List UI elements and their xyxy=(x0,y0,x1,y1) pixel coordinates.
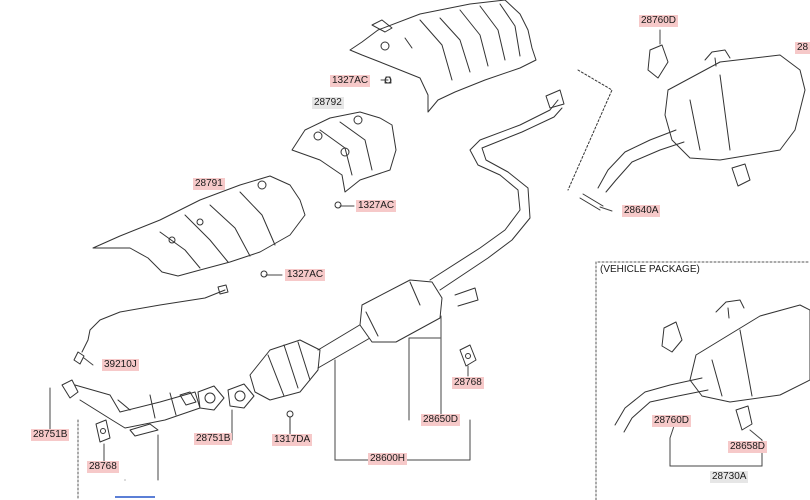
callout-39210j[interactable]: 39210J xyxy=(102,359,139,371)
callout-1327ac-a[interactable]: 1327AC xyxy=(330,75,371,87)
callout-28768-left[interactable]: 28768 xyxy=(87,461,119,473)
callout-28-right-edge[interactable]: 28 xyxy=(795,42,810,54)
vehicle-package-frame xyxy=(595,261,810,500)
nut-1327ac-b xyxy=(334,201,342,209)
vehicle-package-label: (VEHICLE PACKAGE) xyxy=(600,264,700,275)
callout-28640a[interactable]: 28640A xyxy=(622,205,661,217)
callout-28600h[interactable]: 28600H xyxy=(368,453,408,465)
callout-28768-mid[interactable]: 28768 xyxy=(452,377,484,389)
rear-muffler-top xyxy=(567,44,806,211)
front-pipe-assembly xyxy=(61,89,565,437)
callout-28751b-mid[interactable]: 28751B xyxy=(194,433,233,445)
blue-underline xyxy=(115,496,155,498)
hanger-28768-left xyxy=(95,419,111,443)
callout-28760d-package[interactable]: 28760D xyxy=(652,415,692,427)
dashed-leader-top xyxy=(567,69,613,191)
gasket-a xyxy=(197,385,225,411)
callout-28760d-top[interactable]: 28760D xyxy=(639,15,679,27)
callout-28791[interactable]: 28791 xyxy=(193,178,225,190)
rear-heat-shield xyxy=(349,0,537,113)
center-heat-shield xyxy=(291,111,397,193)
nut-1317da xyxy=(286,410,294,418)
callout-28658d[interactable]: 28658D xyxy=(728,441,768,453)
callout-28751b-left[interactable]: 28751B xyxy=(31,429,70,441)
front-heat-shield xyxy=(92,175,306,277)
gasket-b xyxy=(227,383,255,409)
nut-1327ac-c xyxy=(260,270,268,278)
rear-muffler-package xyxy=(614,299,810,433)
callout-28730a[interactable]: 28730A xyxy=(710,471,749,483)
callout-1317da[interactable]: 1317DA xyxy=(272,434,313,446)
callout-28650d[interactable]: 28650D xyxy=(421,414,461,426)
callout-1327ac-b[interactable]: 1327AC xyxy=(356,200,397,212)
oxygen-sensor xyxy=(73,284,229,365)
hanger-28768-mid xyxy=(459,344,477,367)
callout-1327ac-c[interactable]: 1327AC xyxy=(285,269,326,281)
callout-28792[interactable]: 28792 xyxy=(312,97,344,109)
